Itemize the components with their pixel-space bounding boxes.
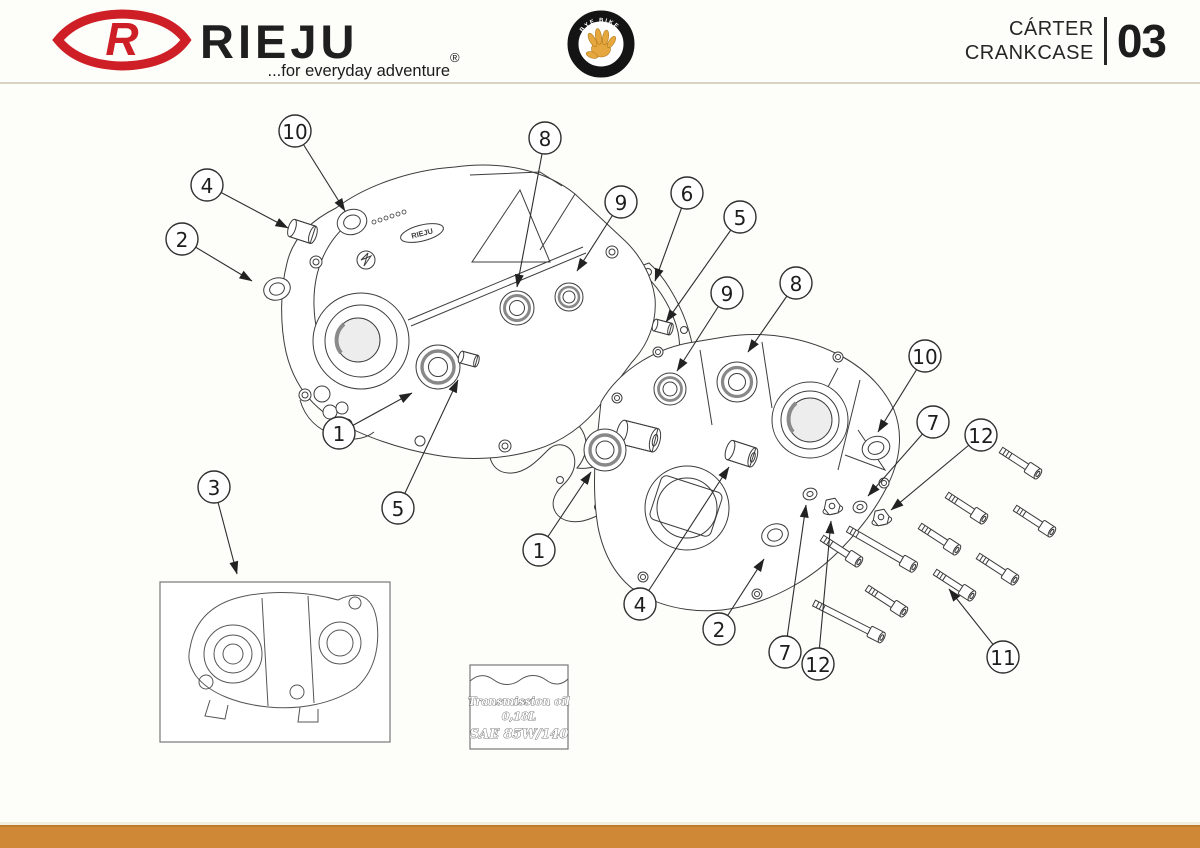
section-title-es: CÁRTER xyxy=(1008,17,1094,40)
section-header: CÁRTER CRANKCASE 03 xyxy=(964,14,1167,68)
svg-text:12: 12 xyxy=(968,424,993,448)
oil-spec-box: Transmission oil 0,18L SAE 85W/140 xyxy=(468,664,570,750)
seal-2-left xyxy=(263,277,291,301)
seal-10-right xyxy=(861,435,891,461)
callout-5-b: 5 xyxy=(381,379,459,525)
callout-8-a: 8 xyxy=(514,121,562,288)
bearing-9-right xyxy=(653,372,687,406)
svg-text:10: 10 xyxy=(282,120,307,144)
callout-7-b: 7 xyxy=(768,504,809,669)
svg-text:2: 2 xyxy=(176,228,189,252)
seal-10-left xyxy=(336,208,368,236)
callout-2-b: 2 xyxy=(702,558,765,646)
callout-5-a: 5 xyxy=(665,200,757,323)
byebike-badge: BYE BIKE xyxy=(567,10,635,78)
registered-mark: ® xyxy=(450,50,460,65)
callout-3: 3 xyxy=(197,470,239,575)
callout-1-a: 1 xyxy=(322,392,413,450)
bearing-1-right xyxy=(583,428,627,472)
oil-label-line2: 0,18L xyxy=(502,710,537,723)
svg-text:5: 5 xyxy=(392,497,405,521)
bearing-8-right xyxy=(716,361,758,403)
svg-text:11: 11 xyxy=(990,646,1015,670)
svg-text:1: 1 xyxy=(533,539,546,563)
casting-oval: RIEJU xyxy=(400,223,444,243)
svg-text:R: R xyxy=(105,13,138,65)
callout-9-a: 9 xyxy=(576,185,638,272)
svg-text:2: 2 xyxy=(713,618,726,642)
svg-text:1: 1 xyxy=(333,422,346,446)
footer-cream-line xyxy=(0,822,1200,825)
oil-label-line1: Transmission oil xyxy=(468,695,570,708)
svg-text:8: 8 xyxy=(790,272,803,296)
svg-text:9: 9 xyxy=(721,282,734,306)
svg-text:9: 9 xyxy=(615,191,628,215)
rieju-oval-icon: R xyxy=(52,9,192,71)
oil-label-line3: SAE 85W/140 xyxy=(470,727,568,742)
svg-text:4: 4 xyxy=(634,593,647,617)
hand-icon xyxy=(585,28,616,59)
inset-crankcase-drawing xyxy=(188,592,379,723)
callout-2-a: 2 xyxy=(165,222,253,282)
section-number: 03 xyxy=(1116,15,1167,67)
callout-12-a: 12 xyxy=(890,418,998,511)
svg-text:12: 12 xyxy=(805,653,830,677)
dowel-5-right xyxy=(651,318,674,336)
bearing-1-left xyxy=(415,344,461,390)
svg-text:7: 7 xyxy=(779,641,792,665)
page-header: R RIEJU ® ...for everyday adventure BYE … xyxy=(0,0,1200,84)
section-divider xyxy=(1103,17,1107,65)
bearing-9-left xyxy=(554,282,584,312)
bushing-4-right xyxy=(724,439,759,468)
callout-4-a: 4 xyxy=(190,168,289,229)
callout-10-b: 10 xyxy=(877,339,942,433)
svg-text:10: 10 xyxy=(912,345,937,369)
footer-orange-bar xyxy=(0,825,1200,848)
oil-wave-line xyxy=(469,675,569,685)
callout-8-b: 8 xyxy=(747,266,813,353)
callout-6: 6 xyxy=(654,176,704,282)
callout-11: 11 xyxy=(948,588,1020,674)
callout-1-b: 1 xyxy=(522,471,592,567)
section-title-en: CRANKCASE xyxy=(964,42,1094,64)
inset-box xyxy=(159,581,391,743)
svg-text:6: 6 xyxy=(681,182,694,206)
callouts: 10 4 2 8 9 6 5 xyxy=(165,114,1020,681)
dowel-5-left xyxy=(457,350,480,368)
rieju-logo: R RIEJU ® ...for everyday adventure xyxy=(52,9,460,80)
left-crankcase-drawing: RIEJU xyxy=(281,164,656,459)
callout-12-b: 12 xyxy=(801,520,835,681)
callout-4-b: 4 xyxy=(623,466,730,621)
seal-2-right xyxy=(761,523,789,547)
svg-text:3: 3 xyxy=(208,476,221,500)
callout-9-b: 9 xyxy=(676,276,744,372)
svg-text:4: 4 xyxy=(201,174,214,198)
callout-10-a: 10 xyxy=(278,114,346,212)
svg-text:7: 7 xyxy=(927,411,940,435)
plug-4-left xyxy=(287,218,318,244)
brand-tagline: ...for everyday adventure xyxy=(267,62,450,80)
svg-text:8: 8 xyxy=(539,127,552,151)
brand-text: RIEJU xyxy=(200,15,358,68)
svg-text:5: 5 xyxy=(734,206,747,230)
serial-bumps xyxy=(371,209,407,225)
bearing-8-left xyxy=(499,290,535,326)
callout-7-a: 7 xyxy=(867,405,950,497)
